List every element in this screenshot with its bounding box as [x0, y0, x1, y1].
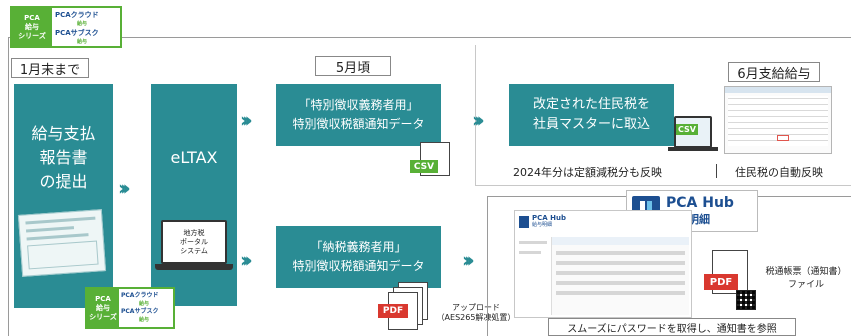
chevron-right-icon: ›››	[240, 108, 253, 132]
hub-logo-icon	[519, 216, 529, 228]
step-eltax: eLTAX 地方税 ポータル システム	[151, 84, 237, 306]
pca-series-badge-bottom: PCA 給与 シリーズ PCAクラウド 給与 PCAサブスク 給与	[85, 287, 175, 329]
pca-label-line3: シリーズ	[89, 312, 117, 321]
laptop-base	[668, 147, 718, 151]
pca-subs-name: PCAサブスク	[55, 29, 99, 37]
notice-line1: 税通帳票（通知書）	[765, 267, 847, 277]
step-taxpayer-line1: 「納税義務者用」	[310, 240, 407, 254]
pca-cloud-sub: 給与	[77, 21, 88, 27]
notice-file-label: 税通帳票（通知書） ファイル	[762, 266, 850, 292]
portal-line3: システム	[180, 246, 208, 255]
step-special-line1: 「特別徴収義務者用」	[298, 98, 419, 112]
bottom-caption: スムーズにパスワードを取得し、通知書を参照	[548, 318, 796, 336]
step-submit-text: 給与支払 報告書 の提出	[14, 84, 113, 194]
pca-subs-sub: 給与	[77, 39, 88, 45]
step-submit-line2: 報告書	[39, 148, 88, 167]
qr-code-icon	[736, 290, 756, 310]
note-2024: 2024年分は定額減税分も反映	[513, 166, 662, 179]
chevron-right-icon: ›››	[240, 248, 253, 272]
laptop-base	[155, 264, 233, 270]
pdf-badge: PDF	[378, 304, 408, 318]
pca-subs-name: PCAサブスク	[121, 308, 159, 315]
label-may: 5月頃	[315, 56, 391, 76]
step-taxpayer: 「納税義務者用」 特別徴収税額通知データ	[276, 226, 441, 288]
hub-app-screenshot: PCA Hub 給与明細	[514, 210, 692, 318]
pca-series-label: PCA 給与 シリーズ	[87, 289, 119, 327]
hub-name: PCA Hub	[666, 195, 734, 211]
note-auto-reflect: 住民税の自動反映	[735, 166, 823, 179]
step-taxpayer-line2: 特別徴収税額通知データ	[292, 259, 425, 273]
upload-line2: （AES265解凍処置）	[436, 313, 516, 322]
step-import: 改定された住民税を 社員マスターに取込	[509, 84, 674, 146]
pca-label-line2: 給与	[25, 22, 39, 31]
step-import-line1: 改定された住民税を	[532, 97, 650, 112]
hub-screen-name: PCA Hub	[532, 214, 566, 222]
divider-line	[716, 164, 717, 178]
pdf-badge: PDF	[704, 274, 738, 290]
label-june: 6月支給給与	[728, 62, 820, 82]
hub-screen-sub: 給与明細	[532, 222, 553, 228]
pca-series-badge-top: PCA 給与 シリーズ PCAクラウド 給与 PCAサブスク 給与	[10, 6, 122, 48]
step-special-line2: 特別徴収税額通知データ	[292, 117, 425, 131]
portal-line1: 地方税	[183, 228, 205, 237]
pca-product-list: PCAクラウド 給与 PCAサブスク 給与	[119, 289, 173, 327]
pca-cloud-name: PCAクラウド	[121, 292, 159, 299]
csv-badge: CSV	[410, 160, 438, 173]
chevron-right-icon: ›››	[118, 176, 131, 200]
label-january: 1月末まで	[11, 58, 89, 78]
outer-frame-left-line	[8, 37, 9, 336]
outer-frame-top-line	[8, 37, 851, 38]
step-submit-line3: の提出	[39, 172, 88, 191]
notice-line2: ファイル	[787, 280, 824, 290]
pca-label-line3: シリーズ	[18, 31, 46, 40]
laptop-icon: 地方税 ポータル システム	[161, 220, 227, 264]
pca-cloud-name: PCAクラウド	[55, 11, 99, 19]
portal-line2: ポータル	[180, 237, 208, 246]
chevron-right-icon: ›››	[472, 108, 485, 132]
pca-label-line2: 給与	[96, 303, 110, 312]
pca-cloud-sub: 給与	[139, 301, 150, 307]
upload-note: アップロード （AES265解凍処置）	[428, 303, 524, 323]
import-group-frame	[475, 45, 851, 186]
pca-label-line1: PCA	[24, 13, 40, 22]
chevron-right-icon: ›››	[462, 248, 475, 272]
payroll-grid-screenshot	[724, 86, 832, 154]
pca-series-label: PCA 給与 シリーズ	[12, 8, 52, 46]
step-eltax-label: eLTAX	[170, 148, 218, 167]
pca-subs-sub: 給与	[139, 317, 150, 323]
step-import-line2: 社員マスターに取込	[532, 117, 650, 132]
step-submit-report: 給与支払 報告書 の提出	[14, 84, 113, 308]
step-special-collector: 「特別徴収義務者用」 特別徴収税額通知データ	[276, 84, 441, 146]
pca-product-list: PCAクラウド 給与 PCAサブスク 給与	[52, 8, 120, 46]
csv-badge: CSV	[676, 124, 698, 135]
report-form-image	[17, 209, 107, 277]
step-submit-line1: 給与支払	[31, 124, 96, 143]
pca-label-line1: PCA	[95, 294, 111, 303]
upload-line1: アップロード	[452, 303, 500, 312]
